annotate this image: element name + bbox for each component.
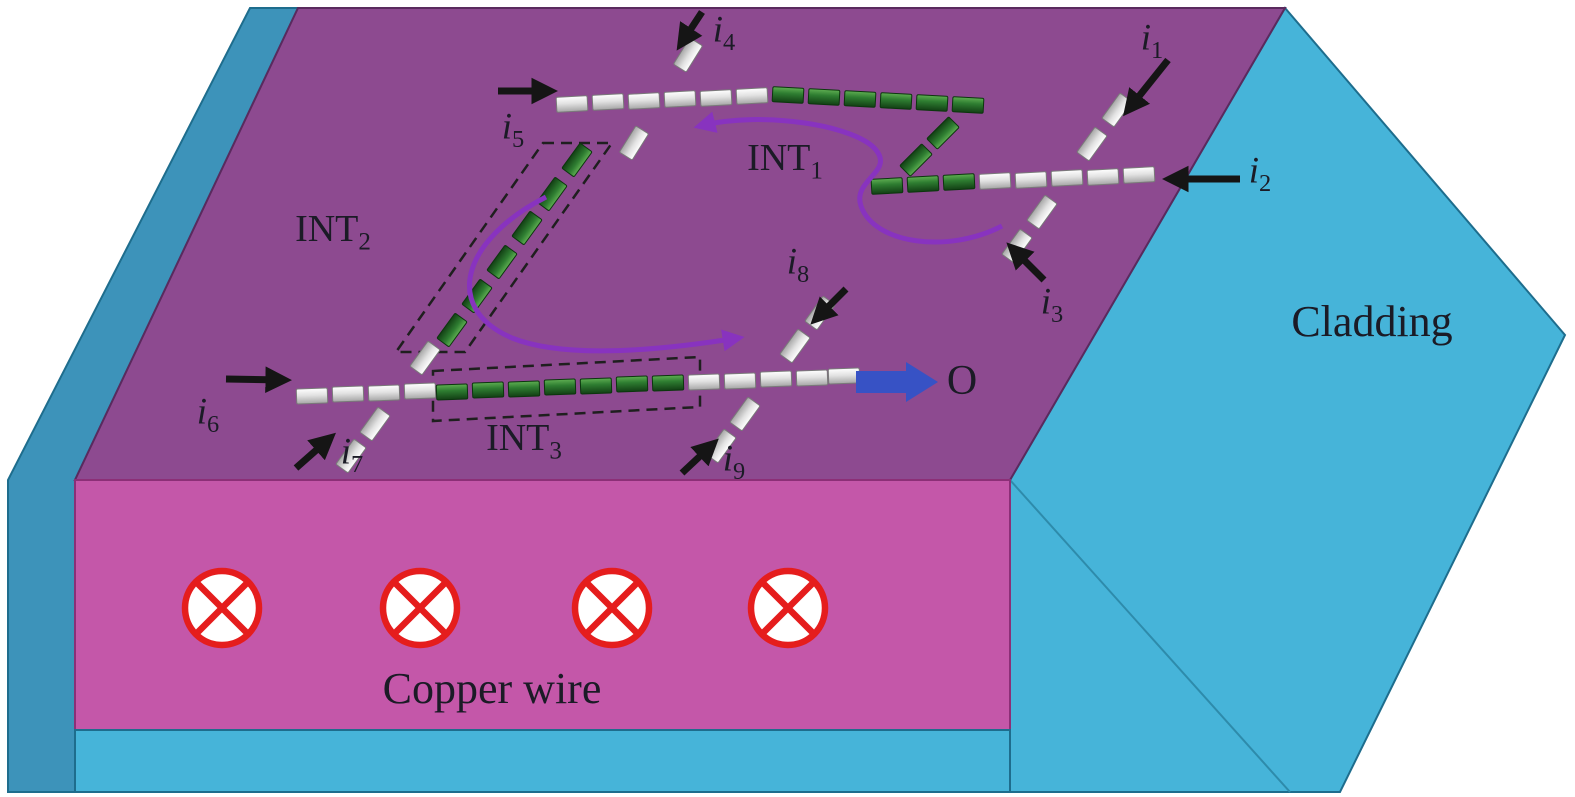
copper-wire-cross-line <box>758 578 818 638</box>
input-label-i7: i7 <box>340 431 364 478</box>
phase-segment <box>615 375 649 393</box>
flow-arrow-int1 <box>693 111 1004 245</box>
input-arrow-i7 <box>293 432 336 471</box>
waveguide-segment <box>1086 168 1120 186</box>
input-label-i3: i3 <box>1040 281 1064 328</box>
waveguide-segment <box>1122 166 1156 184</box>
waveguide-segment <box>827 367 861 385</box>
phase-segment <box>771 86 805 104</box>
copper-wire-symbols <box>181 567 829 649</box>
bottom-cladding-strip <box>74 729 1011 793</box>
waveguide-segment <box>723 372 757 390</box>
phase-segment <box>951 96 985 114</box>
int3-dashed-outline <box>431 355 702 423</box>
waveguide-segment <box>591 93 625 111</box>
copper-wire-cross-line <box>582 578 642 638</box>
waveguide-segment <box>627 92 661 110</box>
waveguide-segment <box>795 369 829 387</box>
waveguide-segment <box>978 172 1012 190</box>
int3-label: INT3 <box>486 417 562 465</box>
phase-segment <box>651 374 685 392</box>
waveguide-segment <box>367 384 401 402</box>
input-label-i4: i4 <box>712 9 736 56</box>
phase-segment <box>870 177 904 195</box>
waveguide-segment <box>663 90 697 108</box>
input-arrow-i1 <box>1123 57 1171 117</box>
input-arrow-i3 <box>1006 242 1047 283</box>
input-label-i1: i1 <box>1140 17 1164 64</box>
waveguide-segment <box>759 370 793 388</box>
input-label-i6: i6 <box>196 391 220 438</box>
input-arrow-i9 <box>679 438 719 476</box>
copper-wire-symbol <box>379 567 461 649</box>
phase-segment <box>471 381 505 399</box>
copper-wire-symbol <box>747 567 829 649</box>
input-label-i2: i2 <box>1248 150 1272 197</box>
waveguide-segment <box>1014 171 1048 189</box>
right-wall-corner-edge <box>1009 479 1291 793</box>
input-arrow-i4 <box>676 10 705 51</box>
phase-segment <box>807 88 841 106</box>
input-label-i9: i9 <box>722 438 746 485</box>
copper-wire-cross-line <box>390 578 450 638</box>
phase-segment <box>906 175 940 193</box>
waveguide-segment <box>295 387 329 405</box>
int1-label: INT1 <box>747 137 823 185</box>
waveguide-segment <box>735 87 769 105</box>
copper-wire-symbol <box>571 567 653 649</box>
waveguide-segment <box>555 95 589 113</box>
input-label-i5: i5 <box>501 106 525 153</box>
copper-wire-cross-line <box>192 578 252 638</box>
output-label: O <box>946 358 978 404</box>
cladding-label: Cladding <box>1291 297 1453 346</box>
waveguide-segment <box>699 89 733 107</box>
waveguide-segment <box>687 373 721 391</box>
int2-dashed-outline <box>393 141 615 354</box>
phase-segment <box>507 380 541 398</box>
phase-segment <box>435 383 469 401</box>
dashed-outlines <box>393 141 702 423</box>
phase-segment <box>879 92 913 110</box>
input-arrows <box>225 10 1240 476</box>
phase-segment <box>942 173 976 191</box>
copper-wire-label: Copper wire <box>382 664 602 713</box>
flow-arrow-int3 <box>467 194 745 354</box>
input-label-i8: i8 <box>786 241 810 288</box>
phase-segment <box>915 94 949 112</box>
input-arrow-i6 <box>225 366 292 393</box>
waveguide-segment <box>1050 169 1084 187</box>
input-arrow-i8 <box>810 286 849 325</box>
phase-segment <box>543 378 577 396</box>
copper-wire-symbol <box>181 567 263 649</box>
phase-segment <box>579 377 613 395</box>
waveguide-segment <box>403 382 437 400</box>
int2-label: INT2 <box>295 208 371 256</box>
output-arrow <box>856 362 938 402</box>
phase-segment <box>843 90 877 108</box>
waveguide-segment <box>331 385 365 403</box>
front-face <box>74 479 1011 731</box>
